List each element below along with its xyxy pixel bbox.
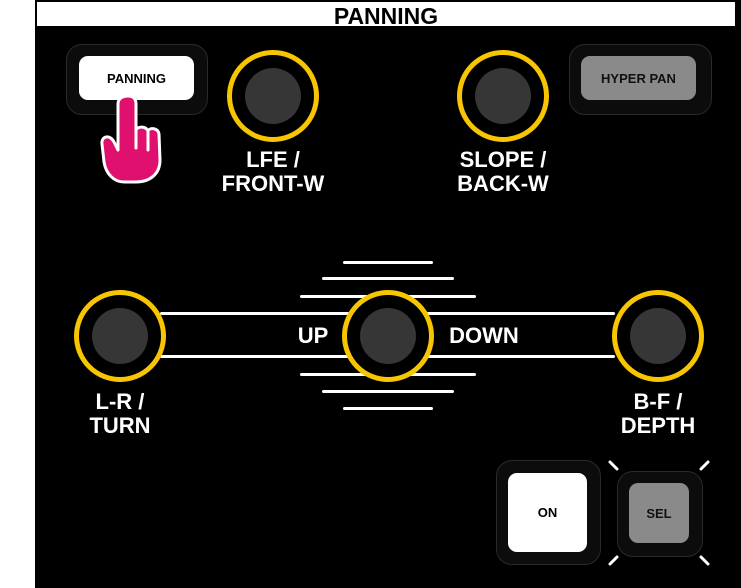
lfe-label-line1: LFE /	[246, 147, 300, 172]
up-down-knob-face	[360, 308, 416, 364]
bf-knob[interactable]	[612, 290, 704, 382]
lr-label-line1: L-R /	[95, 389, 145, 414]
up-indicator-line-2	[322, 277, 454, 280]
hand-pointer-icon	[100, 94, 162, 184]
panel-title: PANNING	[333, 3, 439, 29]
bf-label-line1: B-F /	[633, 389, 683, 414]
sel-highlight-ticks	[608, 460, 710, 566]
tick-bottom-left	[608, 555, 619, 566]
lr-knob-face	[92, 308, 148, 364]
lr-knob-label: L-R / TURN	[50, 390, 190, 438]
panning-button[interactable]: PANNING	[79, 56, 194, 100]
up-label: UP	[297, 323, 329, 348]
tick-top-right	[699, 460, 710, 471]
lfe-label-line2: FRONT-W	[221, 171, 325, 196]
down-indicator-line-3	[343, 407, 433, 410]
lr-knob[interactable]	[74, 290, 166, 382]
slope-knob-label: SLOPE / BACK-W	[433, 148, 573, 196]
slope-knob-face	[475, 68, 531, 124]
up-down-knob[interactable]	[342, 290, 434, 382]
tick-bottom-right	[699, 555, 710, 566]
title-bar: PANNING	[35, 0, 737, 29]
lfe-knob-label: LFE / FRONT-W	[203, 148, 343, 196]
hyper-pan-button[interactable]: HYPER PAN	[581, 56, 696, 100]
lfe-knob-face	[245, 68, 301, 124]
sel-button[interactable]: SEL	[629, 483, 689, 543]
lfe-knob[interactable]	[227, 50, 319, 142]
slope-knob[interactable]	[457, 50, 549, 142]
up-indicator-line-1	[343, 261, 433, 264]
slope-label-line2: BACK-W	[457, 171, 549, 196]
on-button[interactable]: ON	[508, 473, 587, 552]
bf-label-line2: DEPTH	[620, 413, 696, 438]
tick-top-left	[608, 460, 619, 471]
down-label: DOWN	[449, 323, 519, 348]
down-indicator-line-2	[322, 390, 454, 393]
bf-knob-label: B-F / DEPTH	[588, 390, 728, 438]
bf-knob-face	[630, 308, 686, 364]
lr-label-line2: TURN	[89, 413, 151, 438]
slope-label-line1: SLOPE /	[459, 147, 547, 172]
